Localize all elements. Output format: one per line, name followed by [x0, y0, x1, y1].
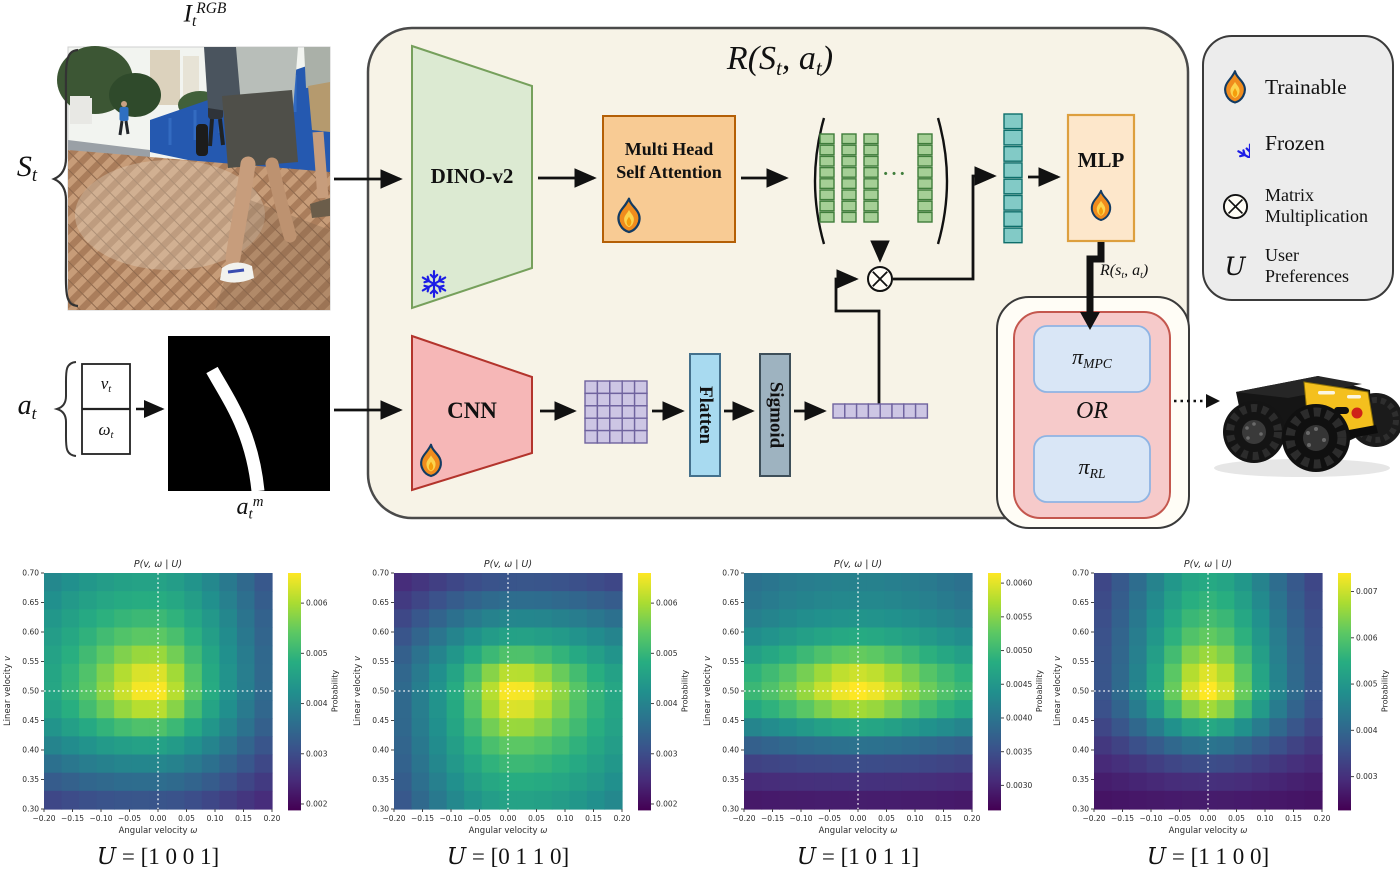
mlp-label: MLP	[1077, 148, 1125, 172]
heatmap-panel-1	[0, 556, 350, 848]
reward-output-label: R(st, at)	[1100, 262, 1149, 281]
action-brace	[53, 361, 77, 457]
user-preferences-symbol: U	[1224, 251, 1246, 281]
snowflake-icon	[1218, 129, 1252, 158]
user-preference-vector-label: U = [1 0 0 1]	[96, 844, 220, 870]
dino-v2-encoder-block	[411, 44, 533, 310]
arrow-reward-to-policy	[1080, 242, 1105, 330]
flatten-block	[689, 353, 721, 477]
arrow-action-vector-to-matmul	[834, 269, 881, 404]
action-mask-label: atm	[236, 494, 264, 523]
action-label: at	[17, 390, 37, 423]
rgb-image-label: ItRGB	[183, 0, 227, 30]
rl-policy-label: πRL	[1078, 454, 1106, 481]
rgb-camera-image	[57, 46, 331, 311]
dotted-arrow-head	[1206, 394, 1220, 408]
cnn-feature-grid	[584, 380, 648, 444]
state-label: St	[16, 150, 38, 187]
user-preference-vector-label: U = [0 1 1 0]	[446, 844, 570, 870]
rl-policy-box	[1033, 435, 1151, 503]
linear-velocity-cell: vt	[100, 374, 112, 395]
action-tuple-table	[81, 363, 131, 455]
robot-wheel	[1282, 404, 1350, 472]
arrow-matmul-to-attended-vector	[893, 166, 997, 281]
matrix-paren-left	[813, 117, 826, 245]
mpc-policy-label: πMPC	[1072, 344, 1112, 371]
heatmap-panel-3	[700, 556, 1050, 848]
matrix-multiplication-icon	[867, 266, 893, 292]
legend-box: Trainable Frozen Matrix Multiplication U…	[1202, 35, 1394, 301]
matrix-paren-right	[936, 117, 949, 245]
pedestrian-foreground	[196, 47, 298, 283]
legend-item-trainable: Trainable	[1218, 69, 1390, 106]
flame-icon	[1218, 69, 1252, 106]
pedestrian-right-edge	[304, 47, 330, 218]
user-preference-vector-label: U = [1 1 0 0]	[1146, 844, 1270, 870]
robot-wheel	[1223, 401, 1285, 463]
legend-item-frozen: Frozen	[1218, 129, 1390, 158]
action-mask-image	[168, 336, 330, 492]
angular-velocity-cell: ωt	[98, 420, 114, 441]
matrix-multiplication-icon	[1218, 193, 1252, 220]
heatmap-panel-2	[350, 556, 700, 848]
sigmoid-label: Sigmoid	[765, 381, 786, 449]
ugv-robot-image	[1214, 376, 1400, 477]
mhsa-label: Multi Head Self Attention	[616, 139, 722, 182]
token-matrix	[819, 133, 933, 223]
cnn-label: CNN	[447, 398, 497, 423]
token-ellipsis: ···	[882, 164, 908, 185]
pedestrian-blue	[118, 101, 130, 136]
reward-model-container	[366, 26, 1190, 520]
cnn-encoder-block	[411, 334, 533, 492]
legend-item-matrix-multiplication: Matrix Multiplication	[1218, 185, 1390, 227]
sigmoid-block	[759, 353, 791, 477]
action-feature-vector	[832, 403, 929, 419]
user-preference-vector-label: U = [1 0 1 1]	[796, 844, 920, 870]
heatmap-panel-4	[1050, 556, 1400, 848]
flatten-label: Flatten	[695, 385, 717, 445]
or-label: OR	[1076, 398, 1108, 424]
mlp-block	[1066, 113, 1136, 243]
legend-item-user-preferences: U User Preferences	[1218, 245, 1390, 287]
reward-function-title: R(St, at)	[726, 40, 834, 80]
dino-v2-label: DINO-v2	[430, 164, 514, 188]
state-brace	[51, 48, 79, 308]
architecture-diagram	[51, 26, 1400, 529]
attended-feature-vector	[1003, 113, 1023, 244]
